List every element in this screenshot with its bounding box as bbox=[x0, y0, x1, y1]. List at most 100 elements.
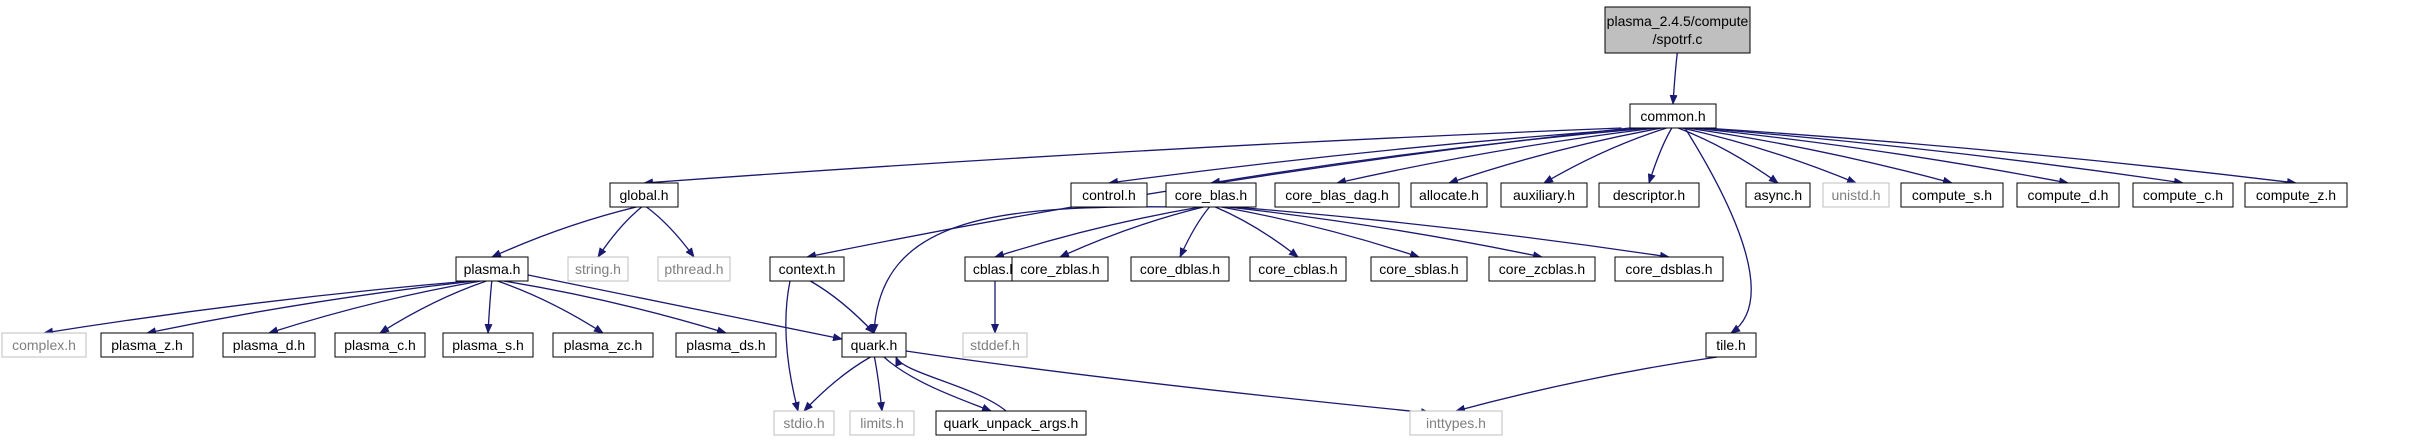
node-context[interactable]: context.h bbox=[769, 256, 845, 282]
node-common[interactable]: common.h bbox=[1629, 103, 1717, 129]
node-label: compute_c.h bbox=[2143, 187, 2223, 203]
node-label: core_dblas.h bbox=[1140, 261, 1220, 277]
node-box bbox=[1165, 182, 1257, 208]
node-compute-d[interactable]: compute_d.h bbox=[2016, 182, 2120, 208]
edge-common-to-core_blas_dag bbox=[1336, 127, 1657, 185]
node-plasma-c[interactable]: plasma_c.h bbox=[334, 332, 426, 358]
node-global[interactable]: global.h bbox=[609, 182, 679, 208]
node-tile[interactable]: tile.h bbox=[1705, 332, 1757, 358]
edge-common-to-auxiliary bbox=[1543, 127, 1667, 184]
edge-core_blas-to-core_cblas bbox=[1215, 206, 1299, 258]
node-plasma-s[interactable]: plasma_s.h bbox=[442, 332, 534, 358]
node-box bbox=[1488, 256, 1596, 282]
edge-core_blas-to-core_sblas bbox=[1221, 206, 1420, 258]
node-box bbox=[1409, 410, 1503, 436]
node-descriptor[interactable]: descriptor.h bbox=[1598, 182, 1700, 208]
edge-context-to-quark bbox=[810, 280, 875, 334]
edge-plasma-to-plasma_z bbox=[146, 280, 475, 336]
node-label: core_zblas.h bbox=[1020, 261, 1099, 277]
node-quark[interactable]: quark.h bbox=[841, 332, 907, 358]
node-box bbox=[1604, 6, 1751, 54]
node-plasma-z[interactable]: plasma_z.h bbox=[100, 332, 194, 358]
node-label: core_zcblas.h bbox=[1499, 261, 1585, 277]
node-core-cblas[interactable]: core_cblas.h bbox=[1249, 256, 1347, 282]
node-complex: complex.h bbox=[1, 332, 87, 358]
node-core-dsblas[interactable]: core_dsblas.h bbox=[1614, 256, 1724, 282]
edge-common-to-compute_z bbox=[1704, 127, 2297, 186]
edge-plasma-to-plasma_d bbox=[268, 280, 481, 335]
node-label: cblas.h bbox=[973, 261, 1017, 277]
edge-context-to-stdio bbox=[785, 280, 800, 412]
node-plasma-zc[interactable]: plasma_zc.h bbox=[552, 332, 654, 358]
edge-common-to-compute_d bbox=[1692, 127, 2069, 186]
node-label: plasma_s.h bbox=[452, 337, 524, 353]
node-control[interactable]: control.h bbox=[1070, 182, 1148, 208]
node-core-dblas[interactable]: core_dblas.h bbox=[1130, 256, 1230, 282]
node-label: control.h bbox=[1082, 187, 1136, 203]
node-label: plasma_d.h bbox=[233, 337, 305, 353]
node-core-blas-dag[interactable]: core_blas_dag.h bbox=[1274, 182, 1400, 208]
node-label: async.h bbox=[1754, 187, 1802, 203]
node-label: /spotrf.c bbox=[1653, 31, 1703, 47]
node-core-zblas[interactable]: core_zblas.h bbox=[1011, 256, 1109, 282]
node-box bbox=[1130, 256, 1230, 282]
node-label: descriptor.h bbox=[1613, 187, 1685, 203]
node-label: inttypes.h bbox=[1426, 415, 1486, 431]
node-unistd: unistd.h bbox=[1822, 182, 1890, 208]
edge-quark-to-limits bbox=[873, 356, 886, 412]
node-box bbox=[962, 332, 1028, 358]
node-box bbox=[2016, 182, 2120, 208]
node-limits: limits.h bbox=[849, 410, 915, 436]
node-string: string.h bbox=[567, 256, 629, 282]
node-box bbox=[841, 332, 907, 358]
edge-spotrf-to-common bbox=[1669, 52, 1678, 105]
node-box bbox=[849, 410, 915, 436]
node-box bbox=[769, 256, 845, 282]
node-plasma-ds[interactable]: plasma_ds.h bbox=[675, 332, 777, 358]
node-allocate[interactable]: allocate.h bbox=[1410, 182, 1488, 208]
node-spotrf[interactable]: plasma_2.4.5/compute/spotrf.c bbox=[1604, 6, 1751, 54]
node-label: compute_s.h bbox=[1912, 187, 1992, 203]
edge-common-to-descriptor bbox=[1647, 127, 1673, 184]
node-stdio: stdio.h bbox=[773, 410, 835, 436]
node-box bbox=[609, 182, 679, 208]
node-box bbox=[567, 256, 629, 282]
edge-common-to-compute_s bbox=[1686, 127, 1953, 185]
node-box bbox=[1274, 182, 1400, 208]
node-label: string.h bbox=[575, 261, 621, 277]
node-label: unistd.h bbox=[1831, 187, 1880, 203]
node-label: context.h bbox=[779, 261, 836, 277]
node-box bbox=[1070, 182, 1148, 208]
edge-core_blas-to-cblas bbox=[994, 206, 1201, 259]
node-auxiliary[interactable]: auxiliary.h bbox=[1500, 182, 1588, 208]
node-label: plasma_zc.h bbox=[564, 337, 643, 353]
edges-layer bbox=[43, 52, 2297, 417]
node-plasma[interactable]: plasma.h bbox=[455, 256, 529, 282]
node-plasma-d[interactable]: plasma_d.h bbox=[222, 332, 316, 358]
node-label: complex.h bbox=[12, 337, 76, 353]
node-core-sblas[interactable]: core_sblas.h bbox=[1370, 256, 1468, 282]
node-box bbox=[100, 332, 194, 358]
node-label: plasma_2.4.5/compute bbox=[1607, 13, 1749, 29]
node-compute-z[interactable]: compute_z.h bbox=[2244, 182, 2348, 208]
node-label: core_dsblas.h bbox=[1625, 261, 1712, 277]
edge-core_blas-to-core_zblas bbox=[1059, 206, 1204, 258]
node-box bbox=[2244, 182, 2348, 208]
node-core-blas[interactable]: core_blas.h bbox=[1165, 182, 1257, 208]
node-quark-unpack-args[interactable]: quark_unpack_args.h bbox=[935, 410, 1087, 436]
node-async[interactable]: async.h bbox=[1745, 182, 1811, 208]
node-inttypes: inttypes.h bbox=[1409, 410, 1503, 436]
node-box bbox=[657, 256, 731, 282]
node-core-zcblas[interactable]: core_zcblas.h bbox=[1488, 256, 1596, 282]
edge-plasma-to-plasma_c bbox=[379, 280, 487, 334]
edge-plasma-to-plasma_ds bbox=[503, 280, 727, 335]
edge-common-to-unistd bbox=[1682, 127, 1857, 184]
edge-quark-to-quark_unpack_args bbox=[883, 356, 992, 412]
node-compute-s[interactable]: compute_s.h bbox=[1900, 182, 2004, 208]
edge-common-to-control bbox=[1108, 127, 1645, 186]
node-box bbox=[455, 256, 529, 282]
node-box bbox=[1629, 103, 1717, 129]
node-label: auxiliary.h bbox=[1513, 187, 1575, 203]
edge-quark-to-stdio bbox=[803, 356, 871, 412]
node-compute-c[interactable]: compute_c.h bbox=[2132, 182, 2234, 208]
